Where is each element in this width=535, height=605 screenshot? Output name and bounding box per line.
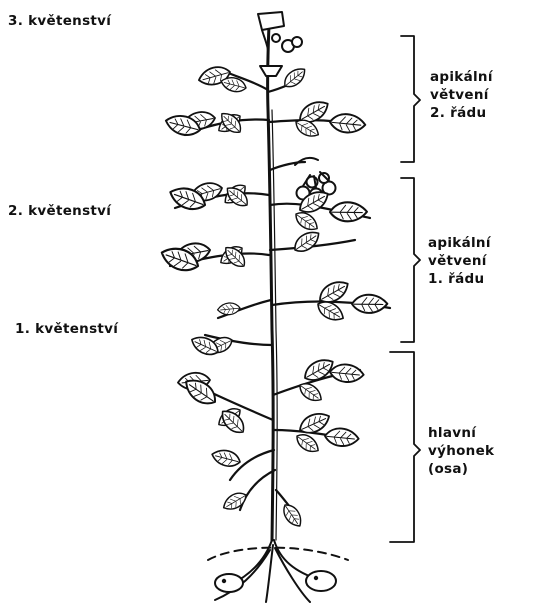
bracket-apical-2 [401, 36, 420, 162]
main-stem [268, 25, 278, 540]
label-inflorescence-3: 3. květenství [8, 12, 111, 30]
label-line: hlavní [428, 424, 494, 442]
label-line: (osa) [428, 460, 494, 478]
side-branches [170, 72, 390, 520]
bracket-apical-1 [401, 178, 420, 342]
label-line: 2. řádu [430, 104, 493, 122]
label-line: apikální [430, 68, 493, 86]
label-line: větvení [428, 252, 491, 270]
right-leaves [280, 65, 388, 530]
label-inflorescence-1: 1. květenství [15, 320, 118, 338]
label-line: apikální [428, 234, 491, 252]
label-apical-branching-2: apikální větvení 2. řádu [430, 68, 493, 122]
roots-and-tubers [208, 540, 348, 602]
bracket-main [390, 352, 420, 542]
label-line: výhonek [428, 442, 494, 460]
left-leaves [159, 63, 252, 514]
label-line: větvení [430, 86, 493, 104]
label-main-shoot: hlavní výhonek (osa) [428, 424, 494, 478]
label-inflorescence-2: 2. květenství [8, 202, 111, 220]
top-flower-cluster [258, 12, 302, 76]
label-line: 1. řádu [428, 270, 491, 288]
label-apical-branching-1: apikální větvení 1. řádu [428, 234, 491, 288]
